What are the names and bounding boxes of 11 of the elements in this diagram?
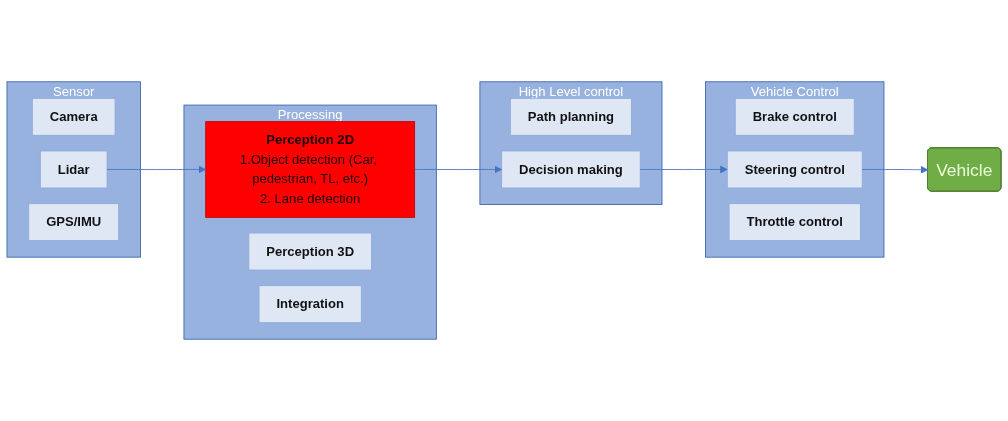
node-box: Integration [258,285,362,324]
node-box: Throttle control [728,203,861,242]
node-box: Decision making [501,150,641,189]
node-box: Path planning [509,97,632,136]
node-box: Steering control [726,150,863,189]
node-box: Brake control [734,97,855,136]
node-box: Perception 2D 1.Object detection (Car, pedestrian, TL, etc.) 2. Lane detection [205,121,416,218]
node-box: GPS/IMU [28,203,120,242]
node-box: Lidar [39,150,108,189]
node-box: Camera [31,97,116,136]
node-box: Perception 3D [248,232,372,271]
